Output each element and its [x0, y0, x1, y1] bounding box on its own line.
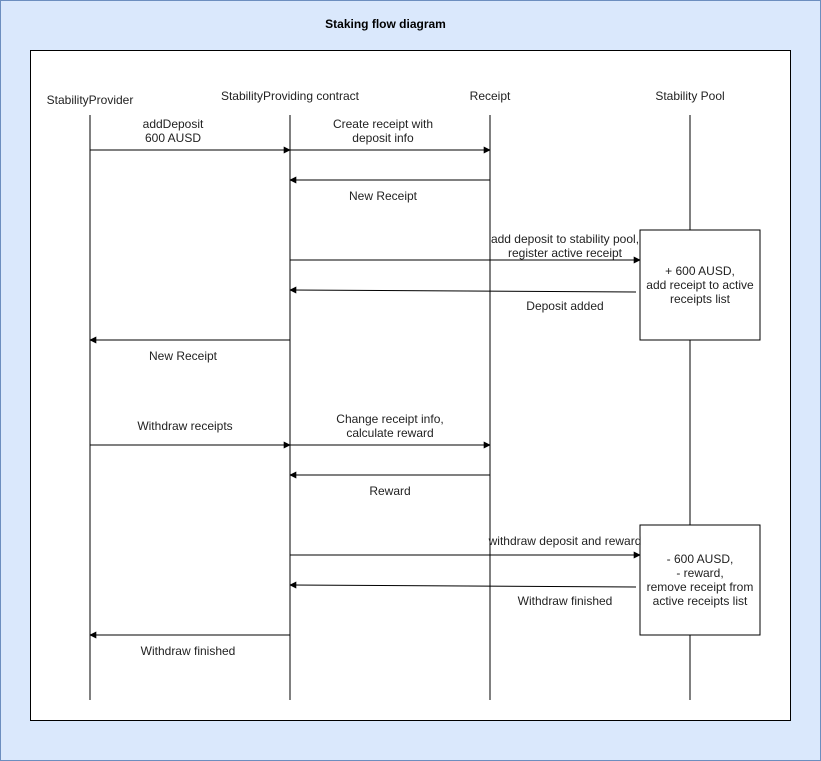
- participant-stability-pool: Stability Pool: [655, 89, 724, 103]
- pool-activation-box: [639, 229, 761, 341]
- message-label: Deposit added: [526, 299, 603, 313]
- message-label: withdraw deposit and reward: [488, 534, 642, 548]
- message-label: New Receipt: [149, 349, 218, 363]
- message-label: Withdraw finished: [141, 644, 236, 658]
- participant-receipt: Receipt: [470, 89, 511, 103]
- participant-stability-provider: StabilityProvider: [47, 93, 134, 107]
- pool-activation-box: [639, 524, 761, 636]
- message-label: Reward: [369, 484, 410, 498]
- message-label: Change receipt info,calculate reward: [336, 412, 443, 440]
- message-label: Withdraw receipts: [137, 419, 232, 433]
- diagram-title: Staking flow diagram: [325, 17, 446, 31]
- message-arrow: [289, 286, 637, 294]
- message-label: add deposit to stability pool,register a…: [491, 232, 639, 260]
- message-arrow: [289, 581, 637, 589]
- message-label: New Receipt: [349, 189, 418, 203]
- message-label: Withdraw finished: [518, 594, 613, 608]
- participant-stability-providing-contract: StabilityProviding contract: [221, 89, 360, 103]
